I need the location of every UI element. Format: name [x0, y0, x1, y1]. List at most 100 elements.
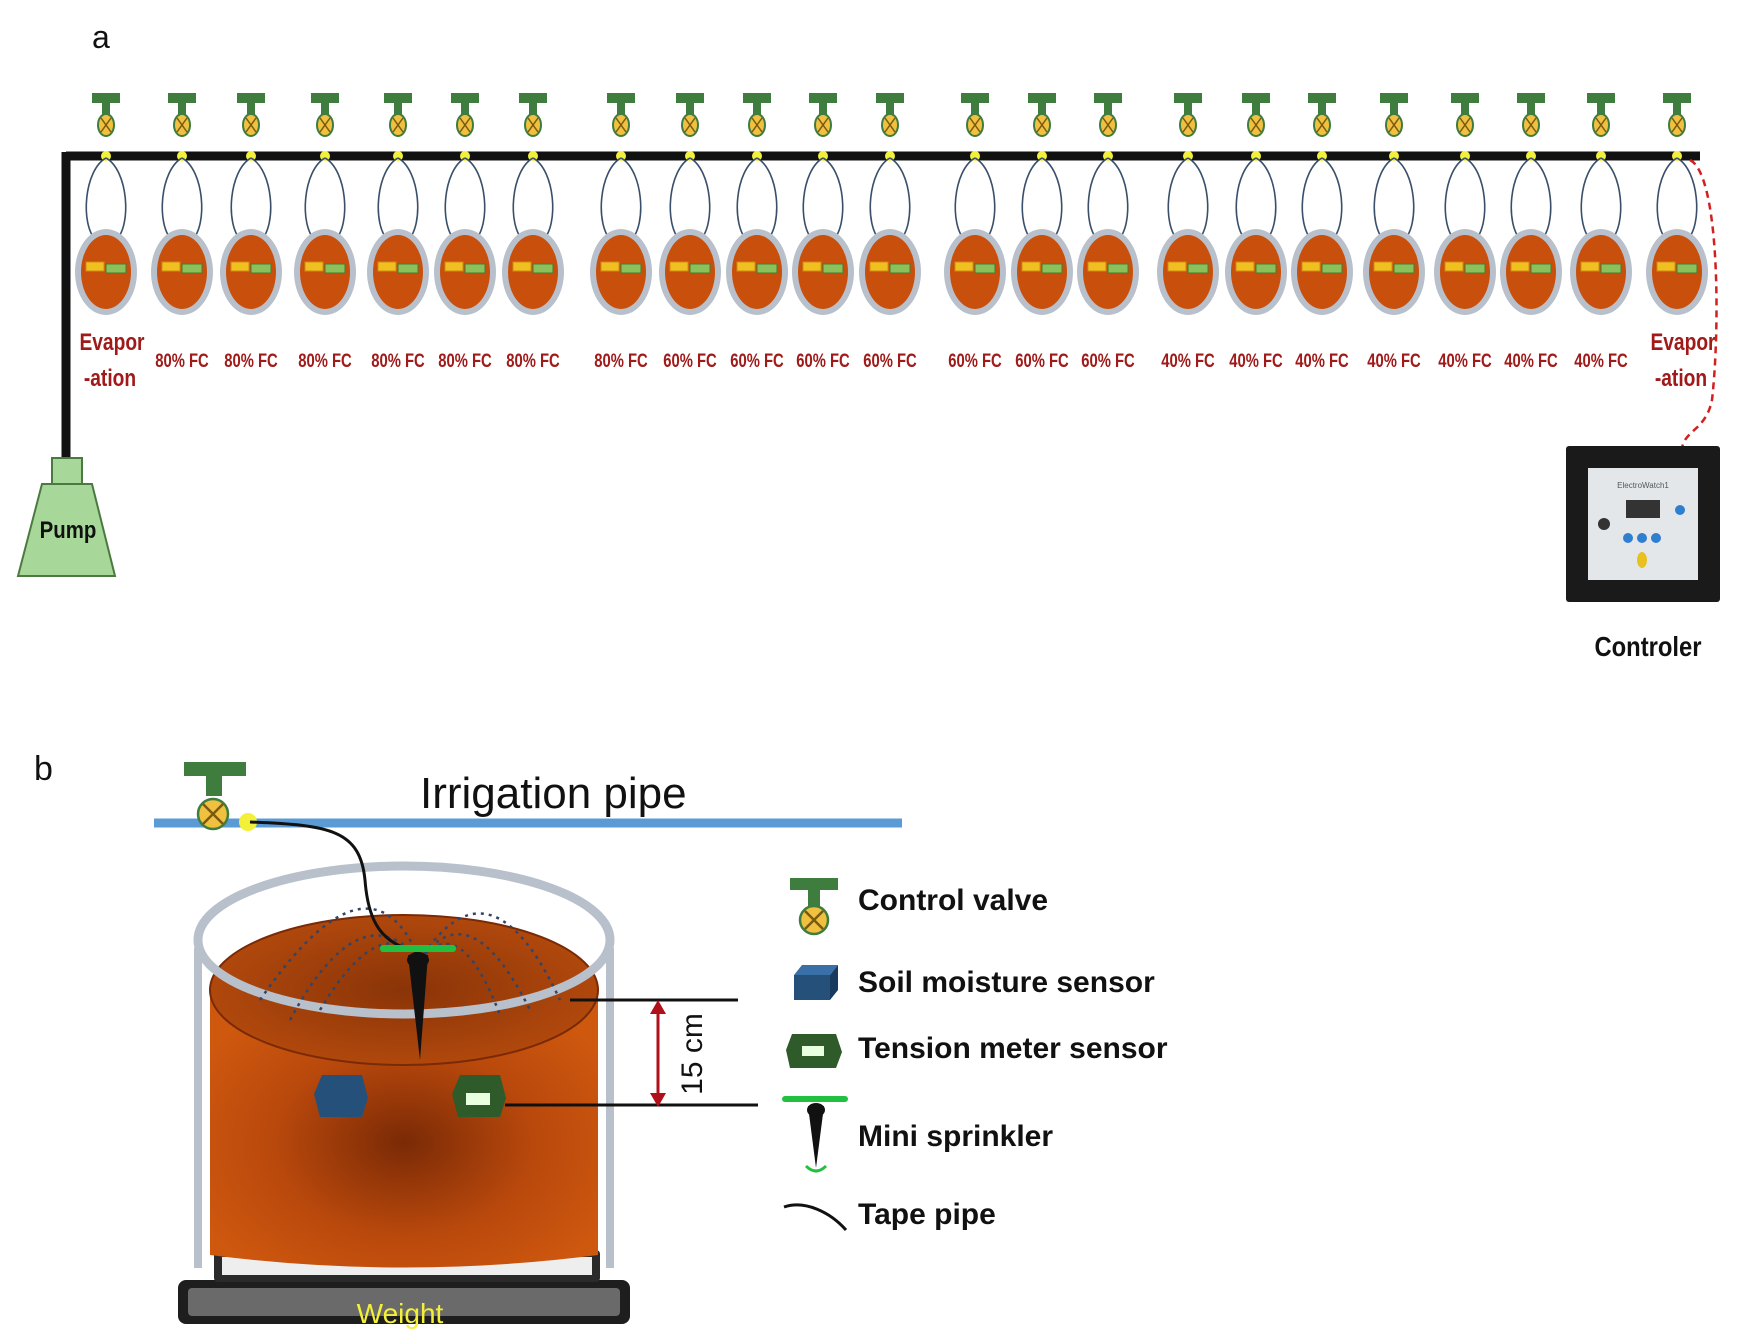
tape-pipe	[1021, 157, 1063, 241]
pot-unit: Evapor-ation	[75, 93, 145, 392]
valve-stem	[247, 102, 255, 116]
control-valve-icon	[681, 113, 699, 137]
pot-rim	[193, 861, 615, 1019]
valve-stem	[102, 102, 110, 116]
drip-point	[320, 151, 330, 161]
valve-handle	[451, 93, 479, 103]
tension-meter-sensor	[1676, 263, 1698, 274]
valve-stem	[1104, 102, 1112, 116]
panel-b-label: b	[34, 750, 53, 788]
control-valve-icon	[1247, 113, 1265, 137]
tension-meter-sensor	[822, 263, 844, 274]
controller-button-icon	[1623, 533, 1633, 543]
soil-moisture-sensor	[600, 261, 620, 272]
pot-unit: 80% FC	[590, 93, 652, 371]
tape-pipe	[230, 157, 272, 241]
soil-moisture-sensor	[1510, 261, 1530, 272]
main-supply-pipe	[61, 151, 1700, 462]
drip-outlet	[239, 813, 257, 831]
valve-handle	[1094, 93, 1122, 103]
valve-stem	[529, 102, 537, 116]
soil-moisture-sensor	[1580, 261, 1600, 272]
control-valve-icon	[814, 113, 832, 137]
pot-label: 60% FC	[948, 350, 1001, 371]
control-valve-icon	[881, 113, 899, 137]
control-valve-icon	[242, 113, 260, 137]
control-valve-icon	[173, 113, 191, 137]
controller-button-icon	[1637, 533, 1647, 543]
valve-stem	[819, 102, 827, 116]
drip-point	[1596, 151, 1606, 161]
control-valve-icon	[748, 113, 766, 137]
tension-meter-sensor	[974, 263, 996, 274]
tension-meter-sensor	[620, 263, 642, 274]
tension-meter-sensor	[105, 263, 127, 274]
tape-pipe	[512, 157, 554, 241]
valve-stem	[1184, 102, 1192, 116]
drip-point	[1389, 151, 1399, 161]
pot-unit: 40% FC	[1570, 93, 1632, 371]
valve-stem	[1461, 102, 1469, 116]
pot-unit: 40% FC	[1363, 93, 1425, 371]
valve-handle	[237, 93, 265, 103]
valve-handle	[1380, 93, 1408, 103]
drip-point	[616, 151, 626, 161]
tension-meter-sensor	[1041, 263, 1063, 274]
control-valve-icon	[1179, 113, 1197, 137]
pot-label: 80% FC	[594, 350, 647, 371]
pot-label: -ation	[1655, 364, 1707, 392]
soil-moisture-sensor	[512, 261, 532, 272]
pot-label: 60% FC	[863, 350, 916, 371]
valve-stem	[1527, 102, 1535, 116]
tape-pipe	[161, 157, 203, 241]
valve-stem	[1673, 102, 1681, 116]
tension-meter-sensor	[1464, 263, 1486, 274]
control-valve-icon	[1592, 113, 1610, 137]
controller-wire	[1680, 158, 1718, 449]
pot-unit: 60% FC	[1077, 93, 1139, 371]
tape-pipe	[1167, 157, 1209, 241]
soil-moisture-sensor	[314, 1075, 368, 1117]
tape-pipe	[1444, 157, 1486, 241]
tape-pipe	[736, 157, 778, 241]
soil-moisture-sensor	[444, 261, 464, 272]
valve-stem	[971, 102, 979, 116]
pot-label: 60% FC	[663, 350, 716, 371]
tape-pipe	[249, 820, 421, 954]
control-valve-icon	[524, 113, 542, 137]
controller-device: ElectroWatch1	[1566, 446, 1720, 602]
tension-meter-sensor	[1321, 263, 1343, 274]
tape-pipe	[377, 157, 419, 241]
valve-stem	[753, 102, 761, 116]
valve-handle	[676, 93, 704, 103]
drip-point	[818, 151, 828, 161]
drip-point	[1251, 151, 1261, 161]
soil-moisture-sensor	[1167, 261, 1187, 272]
tension-meter-sensor	[250, 263, 272, 274]
tape-pipe	[85, 157, 127, 241]
soil-moisture-sensor	[161, 261, 181, 272]
legend-label: Tension meter sensor	[858, 1032, 1168, 1065]
pot-unit: 40% FC	[1291, 93, 1353, 371]
depth-annotation: 15 cm	[505, 998, 758, 1107]
drip-point	[1183, 151, 1193, 161]
valve-handle	[809, 93, 837, 103]
pot-label: 40% FC	[1504, 350, 1557, 371]
pump-label: Pump	[40, 516, 97, 543]
pot-unit: 80% FC	[434, 93, 496, 371]
soil-moisture-sensor	[304, 261, 324, 272]
tape-pipe	[600, 157, 642, 241]
controller-screen-text: ElectroWatch1	[1617, 481, 1669, 490]
panel-a-label: a	[92, 19, 110, 55]
drip-point	[528, 151, 538, 161]
valve-stem	[1597, 102, 1605, 116]
control-valve-icon	[1099, 113, 1117, 137]
pot-label: 40% FC	[1367, 350, 1420, 371]
tape-pipe	[802, 157, 844, 241]
controller-power-icon	[1598, 518, 1610, 530]
valve-handle	[1587, 93, 1615, 103]
control-valve-icon	[316, 113, 334, 137]
control-valve-icon	[966, 113, 984, 137]
pump-outlet	[51, 457, 83, 487]
